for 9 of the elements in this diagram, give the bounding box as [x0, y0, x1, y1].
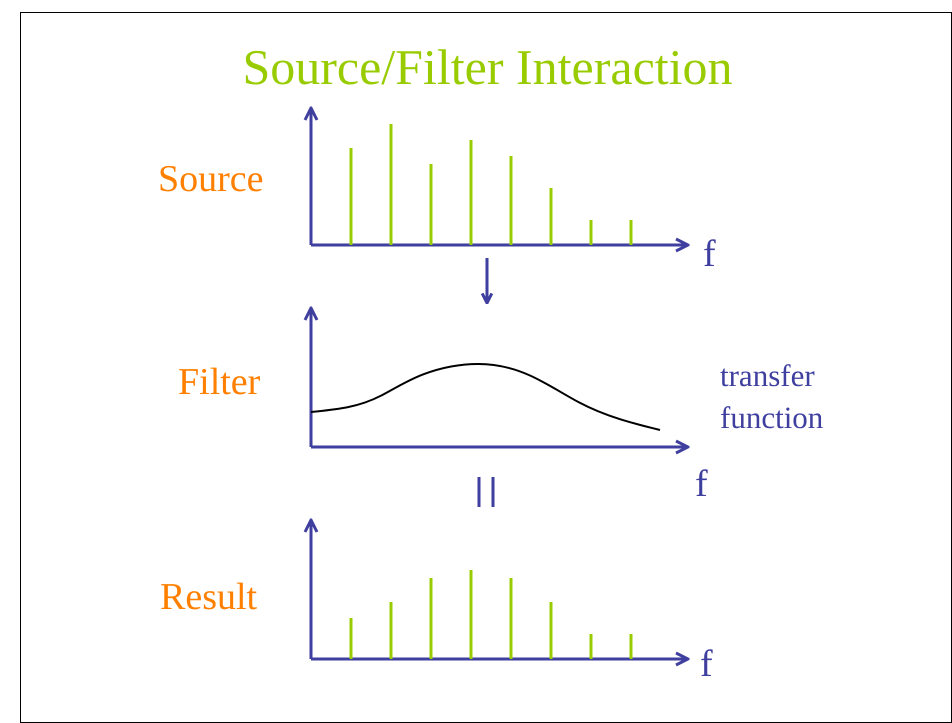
row-label: Filter [178, 363, 260, 401]
row-label: Result [160, 578, 258, 616]
title: Source/Filter Interaction [241, 42, 734, 92]
axis-label: f [700, 645, 713, 683]
axis-label: f [703, 235, 716, 273]
arrow [480, 258, 494, 304]
axis-label: f [695, 465, 708, 503]
row-label: Source [158, 160, 264, 198]
annotation-text: transfer function [720, 357, 824, 437]
